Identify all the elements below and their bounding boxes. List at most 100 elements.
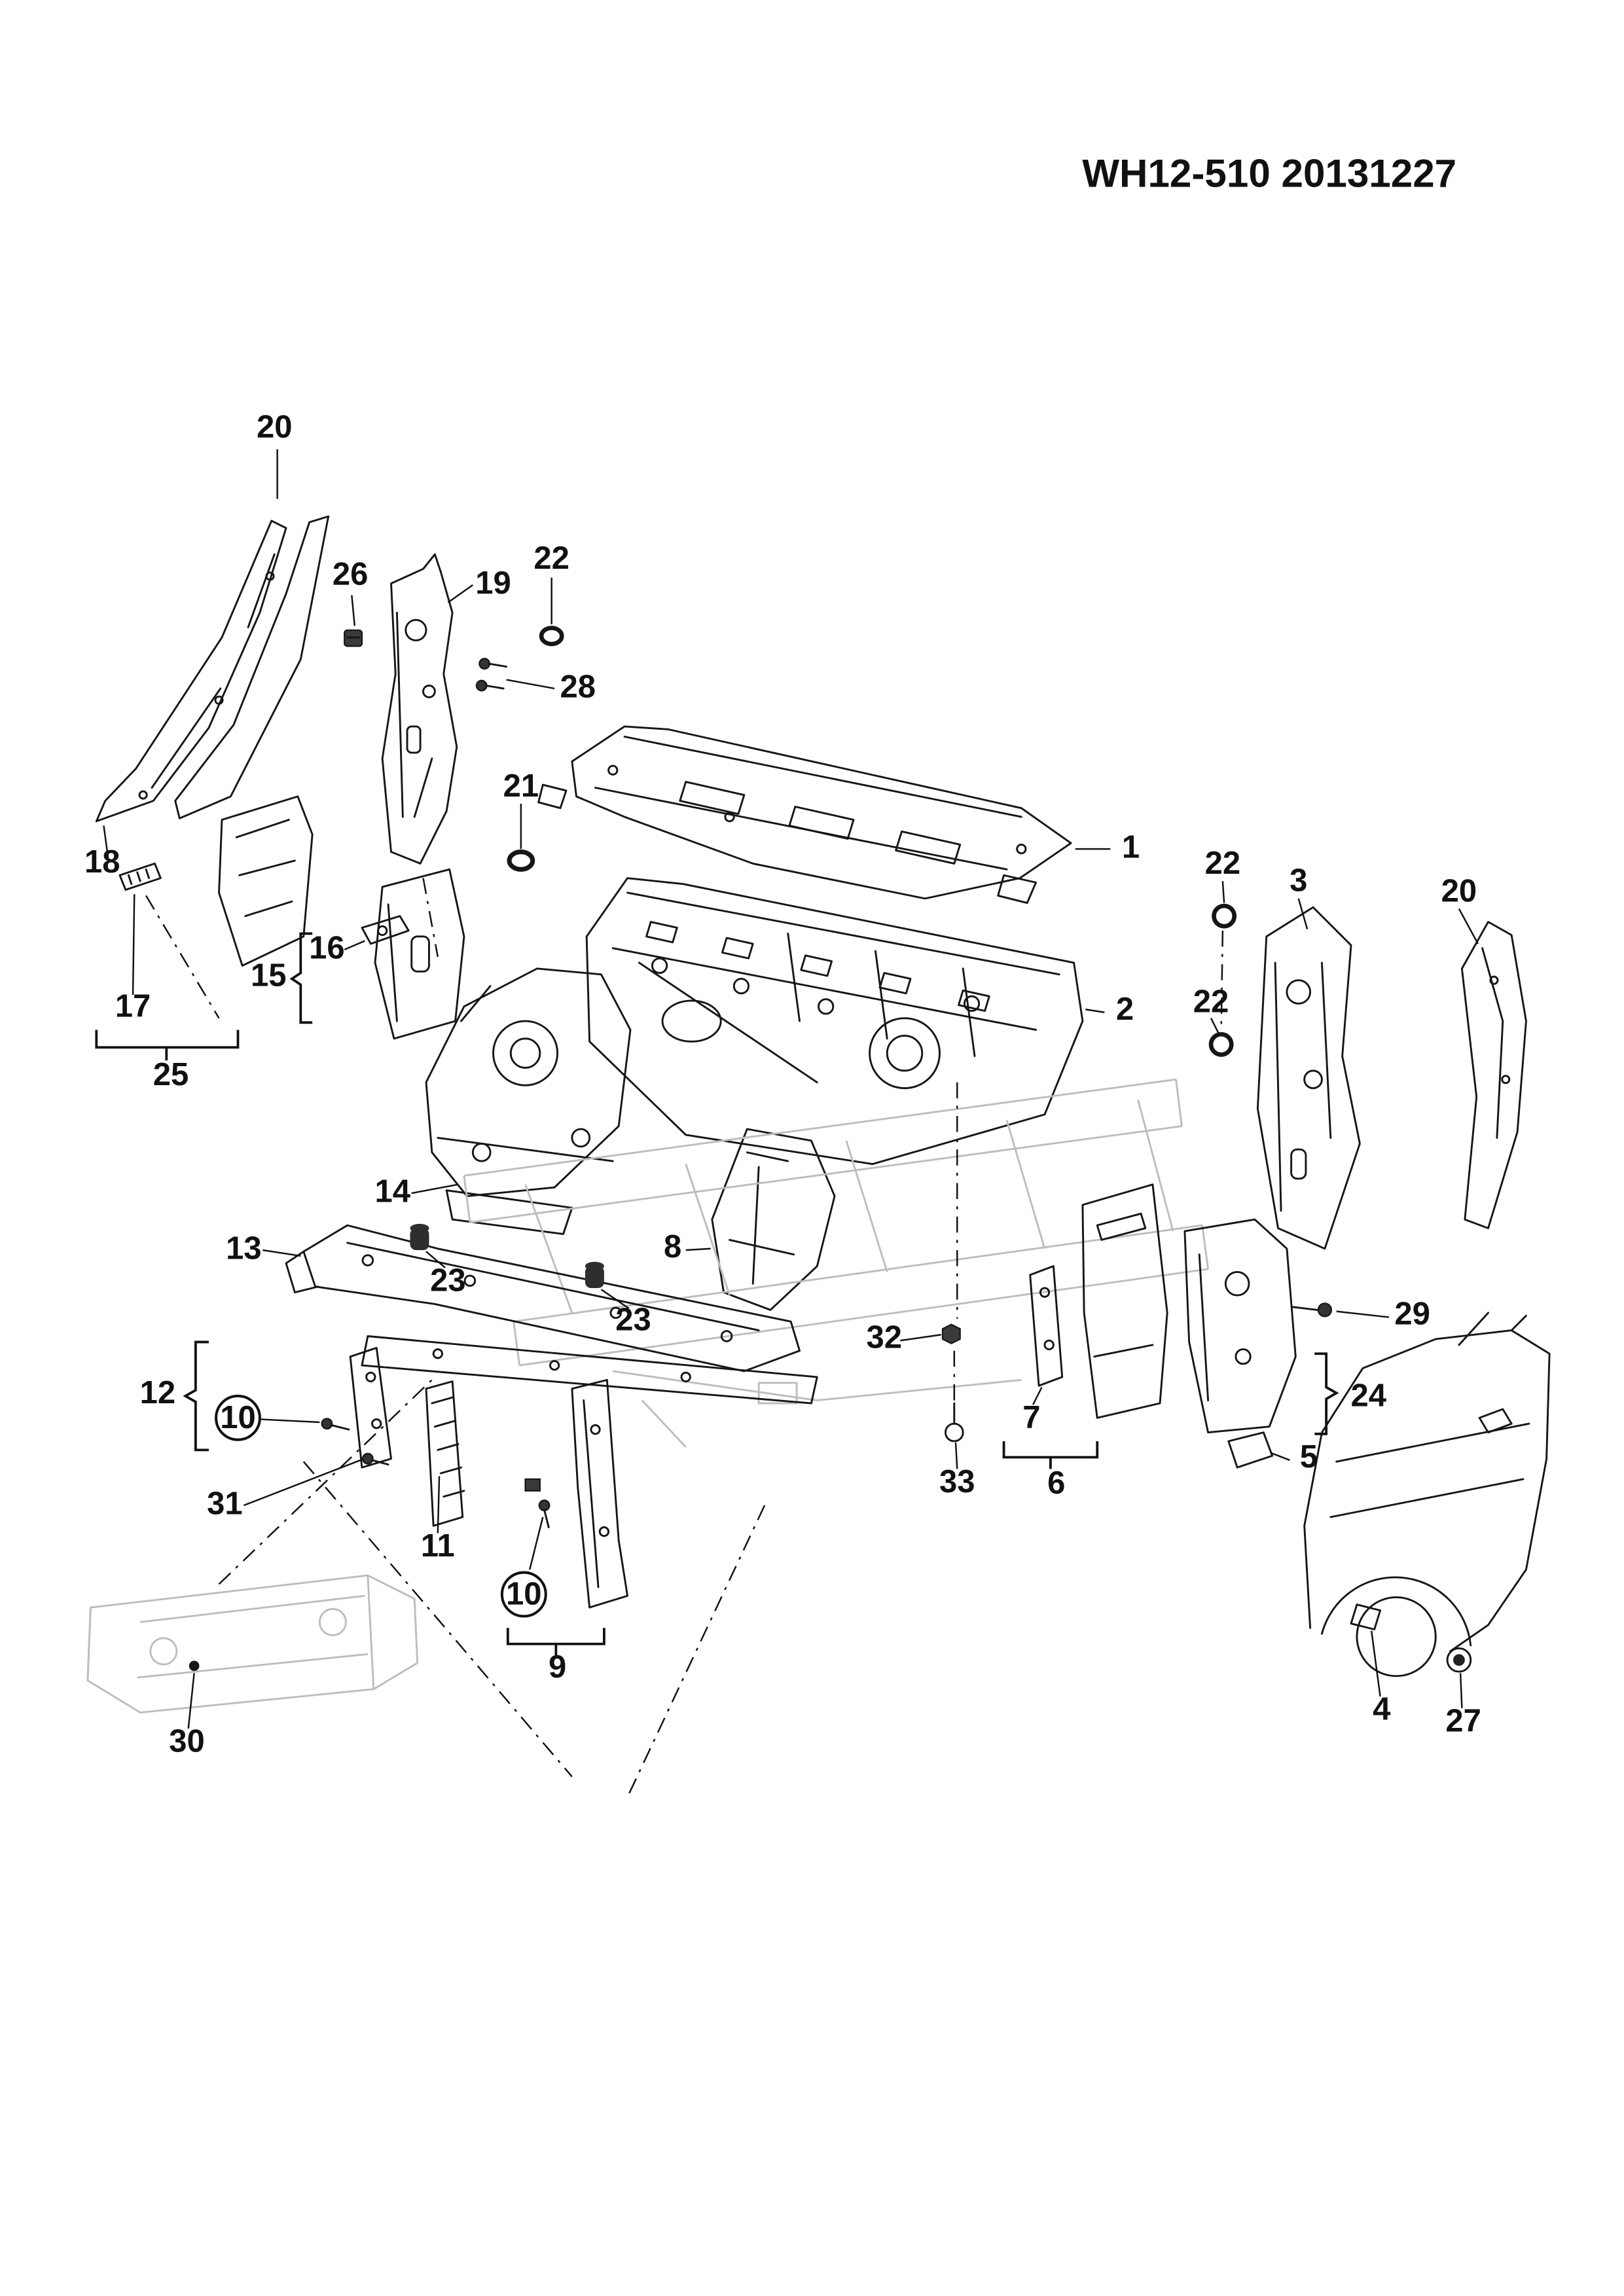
part-callout-3: 3 xyxy=(1290,863,1307,899)
part-fender-support-left xyxy=(218,795,314,967)
chassis-frame-faded xyxy=(463,1078,1210,1448)
svg-text:21: 21 xyxy=(503,768,539,804)
svg-text:9: 9 xyxy=(549,1649,566,1685)
group-brackets xyxy=(95,932,1339,1656)
nut-27 xyxy=(1446,1647,1472,1673)
bolt-10-a xyxy=(321,1418,350,1431)
part-callout-32: 32 xyxy=(867,1319,903,1355)
part-callout-5: 5 xyxy=(1300,1439,1318,1475)
part-callout-11: 11 xyxy=(421,1528,455,1564)
svg-text:28: 28 xyxy=(560,669,596,704)
part-callout-1: 1 xyxy=(1122,829,1140,865)
part-front-lower-bar xyxy=(349,1335,818,1469)
svg-text:20: 20 xyxy=(257,410,293,445)
clip-26 xyxy=(344,629,363,647)
leader-lines xyxy=(103,449,1479,1729)
part-callout-17: 17 xyxy=(115,988,151,1024)
part-callout-16: 16 xyxy=(309,930,345,965)
part-bracket-17 xyxy=(118,862,162,891)
bolt-31 xyxy=(361,1452,389,1466)
svg-text:4: 4 xyxy=(1373,1692,1390,1727)
svg-text:10: 10 xyxy=(220,1400,256,1435)
svg-text:22: 22 xyxy=(1193,984,1229,1020)
svg-text:23: 23 xyxy=(430,1263,466,1298)
svg-text:22: 22 xyxy=(1205,846,1241,881)
part-rail-right xyxy=(1460,921,1527,1230)
part-callout-10-circled: 10 xyxy=(215,1394,261,1441)
part-strut-tower-left xyxy=(425,967,632,1235)
part-callout-12: 12 xyxy=(140,1375,176,1410)
svg-text:16: 16 xyxy=(309,930,345,965)
svg-text:26: 26 xyxy=(333,557,369,592)
part-callout-28: 28 xyxy=(560,669,596,704)
part-cowl-top-panel xyxy=(537,725,1072,905)
part-callout-22: 22 xyxy=(533,541,569,576)
part-callout-22: 22 xyxy=(1193,984,1229,1020)
part-callout-14: 14 xyxy=(374,1174,410,1209)
part-callout-22: 22 xyxy=(1205,846,1241,881)
svg-text:12: 12 xyxy=(140,1375,176,1410)
svg-text:15: 15 xyxy=(251,958,287,994)
part-fender-inner-left xyxy=(95,515,330,823)
svg-text:27: 27 xyxy=(1445,1703,1481,1738)
svg-text:25: 25 xyxy=(153,1057,189,1092)
part-hinge-pillar-panel xyxy=(381,553,458,865)
diagram-line-art xyxy=(86,449,1551,1798)
part-callout-9: 9 xyxy=(549,1649,566,1685)
part-callout-19: 19 xyxy=(475,565,511,601)
small-fasteners-top xyxy=(344,626,564,872)
svg-text:31: 31 xyxy=(207,1486,243,1521)
part-callout-29: 29 xyxy=(1394,1297,1430,1332)
bolts-28 xyxy=(475,658,508,692)
bolt-29 xyxy=(1291,1302,1333,1318)
part-crossmember-faded xyxy=(86,1574,419,1713)
svg-text:13: 13 xyxy=(226,1230,262,1266)
bolt-10-b xyxy=(524,1478,550,1528)
part-callout-13: 13 xyxy=(226,1230,262,1266)
part-air-duct xyxy=(711,1128,836,1311)
svg-text:11: 11 xyxy=(421,1528,455,1564)
part-callout-27: 27 xyxy=(1445,1703,1481,1738)
svg-text:7: 7 xyxy=(1022,1400,1040,1435)
bolts-10-31 xyxy=(321,1418,550,1528)
part-callout-4: 4 xyxy=(1373,1692,1390,1727)
grommet-22-a xyxy=(539,626,564,647)
part-support-strut-11 xyxy=(425,1380,465,1527)
grommets-22-right xyxy=(1208,903,1237,1057)
part-front-fender-right xyxy=(1303,1312,1551,1677)
part-front-upper-tie-bar xyxy=(285,1224,801,1372)
svg-text:1: 1 xyxy=(1122,829,1140,865)
svg-text:18: 18 xyxy=(84,844,120,880)
svg-text:19: 19 xyxy=(475,565,511,601)
part-callout-20: 20 xyxy=(257,410,293,445)
svg-text:14: 14 xyxy=(374,1174,410,1209)
part-callout-7: 7 xyxy=(1022,1400,1040,1435)
svg-text:32: 32 xyxy=(867,1319,903,1355)
part-pillar-right xyxy=(1256,906,1361,1250)
part-callout-33: 33 xyxy=(939,1464,975,1499)
part-callout-15: 15 xyxy=(251,958,287,994)
part-callout-8: 8 xyxy=(664,1229,681,1265)
svg-text:2: 2 xyxy=(1116,992,1134,1027)
doc-number: WH12-510 20131227 xyxy=(1082,151,1456,195)
svg-text:23: 23 xyxy=(615,1302,651,1338)
svg-text:3: 3 xyxy=(1290,863,1307,899)
nut-32 xyxy=(941,1323,961,1344)
part-callout-21: 21 xyxy=(503,768,539,804)
part-callout-10-circled: 10 xyxy=(500,1571,547,1618)
part-callout-23: 23 xyxy=(615,1302,651,1338)
svg-text:24: 24 xyxy=(1350,1378,1386,1413)
svg-text:8: 8 xyxy=(664,1229,681,1265)
part-callout-6: 6 xyxy=(1047,1465,1065,1501)
svg-text:20: 20 xyxy=(1441,873,1477,908)
part-callout-24: 24 xyxy=(1350,1378,1386,1413)
svg-text:10: 10 xyxy=(506,1577,542,1612)
grommet-21 xyxy=(507,850,535,872)
svg-text:29: 29 xyxy=(1394,1297,1430,1332)
part-callout-25: 25 xyxy=(153,1057,189,1092)
part-cowl-side-panel-15 xyxy=(374,868,465,1040)
part-callout-2: 2 xyxy=(1116,992,1134,1027)
